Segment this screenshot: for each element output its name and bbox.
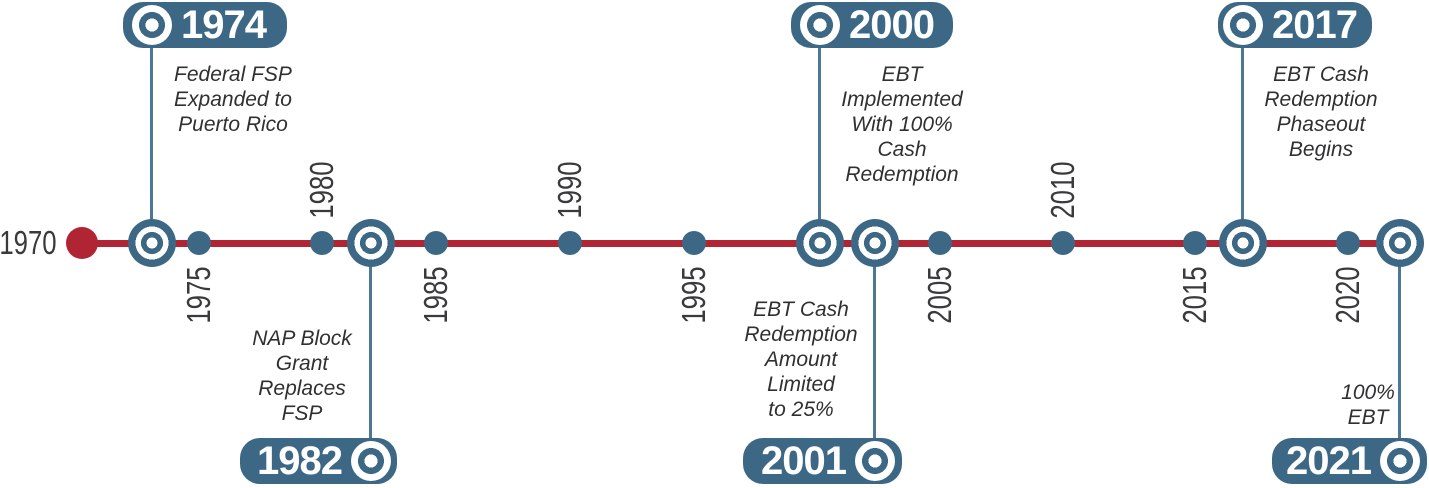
year-tick-label-1980: 1980 — [303, 161, 340, 219]
event-description-2001: EBT Cash Redemption Amount Limited to 25… — [744, 298, 858, 421]
year-dot-2005 — [928, 231, 952, 255]
event-marker-2017 — [1219, 219, 1267, 267]
event-badge-1982: 1982 — [240, 438, 397, 484]
event-year: 2001 — [761, 439, 847, 483]
year-dot-2015 — [1183, 231, 1207, 255]
event-marker-2021 — [1376, 219, 1424, 267]
event-badge-2021: 2021 — [1272, 438, 1427, 484]
year-tick-label-1985: 1985 — [417, 266, 454, 324]
year-tick-label-1975: 1975 — [180, 266, 217, 324]
event-badge-2000: 2000 — [791, 2, 953, 48]
event-year: 1982 — [257, 439, 343, 483]
year-tick-label-2010: 2010 — [1044, 161, 1081, 219]
event-year: 1974 — [181, 3, 267, 47]
event-connector-2001 — [873, 243, 876, 440]
year-dot-2010 — [1051, 231, 1075, 255]
target-icon — [800, 5, 840, 45]
event-connector-2017 — [1241, 46, 1244, 243]
event-description-2000: EBT Implemented With 100% Cash Redemptio… — [841, 63, 963, 186]
event-connector-1974 — [150, 46, 153, 243]
target-icon — [351, 441, 391, 481]
event-badge-1974: 1974 — [123, 2, 287, 48]
year-tick-label-2020: 2020 — [1329, 266, 1366, 324]
year-dot-1990 — [558, 231, 582, 255]
event-connector-2021 — [1398, 243, 1401, 440]
year-tick-label-2015: 2015 — [1176, 266, 1213, 324]
event-year: 2000 — [849, 3, 935, 47]
year-tick-label-2005: 2005 — [921, 266, 958, 324]
year-dot-2020 — [1336, 231, 1360, 255]
event-year: 2017 — [1272, 3, 1358, 47]
event-badge-2001: 2001 — [743, 438, 902, 484]
year-dot-1980 — [310, 231, 334, 255]
year-dot-1985 — [424, 231, 448, 255]
target-icon — [855, 441, 895, 481]
event-connector-2000 — [818, 46, 821, 243]
year-dot-1995 — [682, 231, 706, 255]
event-description-1974: Federal FSP Expanded to Puerto Rico — [174, 63, 292, 136]
year-dot-1975 — [187, 231, 211, 255]
event-badge-2017: 2017 — [1218, 2, 1372, 48]
event-marker-2000 — [796, 219, 844, 267]
year-tick-label-1990: 1990 — [551, 161, 588, 219]
event-marker-2001 — [851, 219, 899, 267]
event-connector-1982 — [369, 243, 372, 440]
event-marker-1982 — [347, 219, 395, 267]
target-icon — [132, 5, 172, 45]
start-year-label: 1970 — [0, 224, 57, 261]
target-icon — [1380, 441, 1420, 481]
event-description-1982: NAP Block Grant Replaces FSP — [252, 327, 352, 425]
event-description-2017: EBT Cash Redemption Phaseout Begins — [1264, 63, 1378, 161]
event-marker-1974 — [128, 219, 176, 267]
target-icon — [1223, 5, 1263, 45]
event-year: 2021 — [1286, 439, 1372, 483]
event-description-2021: 100% EBT — [1341, 381, 1395, 429]
timeline-axis — [82, 240, 1402, 247]
start-dot — [66, 227, 98, 259]
